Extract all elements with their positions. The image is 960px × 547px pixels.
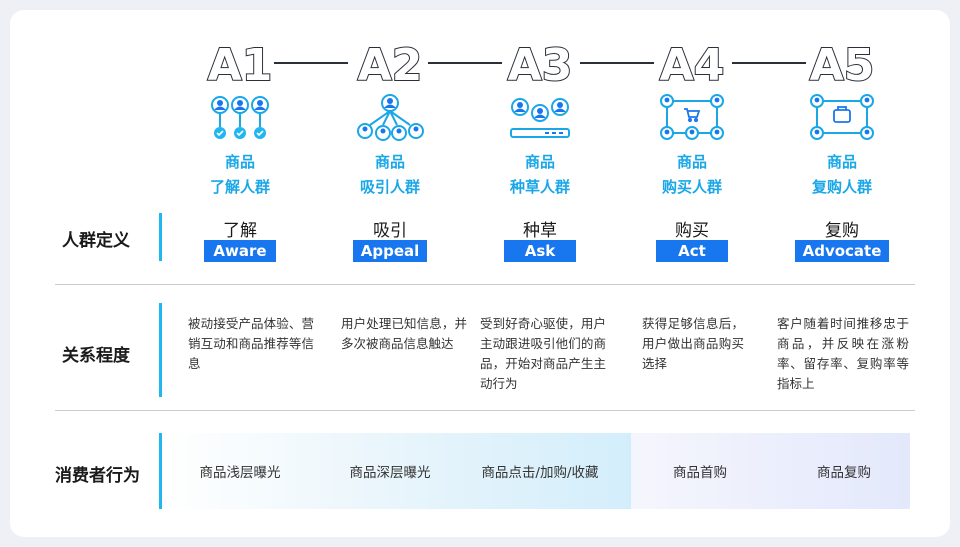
stage-name: 复购 — [825, 221, 859, 241]
stage-label-line1: 商品 — [374, 153, 405, 171]
stage-name: 购买 — [675, 221, 709, 241]
stage-label: 商品 吸引人群 — [320, 150, 460, 200]
behavior-band-purchase — [631, 433, 910, 509]
stage-tag-wrap: Advocate — [772, 240, 912, 262]
stage-name: 吸引 — [373, 221, 407, 241]
stage-label-line1: 商品 — [676, 153, 707, 171]
stage-name: 了解 — [223, 221, 257, 241]
relation-text: 用户处理已知信息，并多次被商品信息触达 — [341, 316, 467, 351]
row-accent-bar — [159, 433, 162, 509]
stage-tag: Act — [656, 240, 728, 262]
stage-tag-wrap: Ask — [470, 240, 610, 262]
stage-code: A4 — [660, 40, 725, 91]
connector — [732, 62, 806, 64]
behavior-text: 商品首购 — [673, 465, 727, 481]
stage-tag: Ask — [504, 240, 576, 262]
stage-label-line2: 购买人群 — [661, 178, 722, 196]
stage-tag: Advocate — [794, 240, 890, 262]
stage-code: A2 — [358, 40, 423, 91]
stage-label-line2: 了解人群 — [209, 178, 270, 196]
people-network-icon — [355, 93, 425, 143]
stage-label: 商品 复购人群 — [772, 150, 912, 200]
stage-name: 种草 — [523, 221, 557, 241]
stage-tag: Aware — [204, 240, 276, 262]
stage-tag: Appeal — [352, 240, 428, 262]
people-cart-icon — [657, 93, 727, 143]
stage-label-line2: 吸引人群 — [359, 178, 420, 196]
behavior-text: 商品复购 — [817, 465, 871, 481]
stage-label-line2: 复购人群 — [811, 178, 872, 196]
stage-code: A3 — [508, 40, 573, 91]
stage-label: 商品 了解人群 — [170, 150, 310, 200]
row-accent-bar — [159, 213, 162, 261]
stage-tag-wrap: Act — [622, 240, 762, 262]
relation-text: 客户随着时间推移忠于商品，并反映在涨粉率、留存率、复购率等指标上 — [777, 316, 909, 391]
relation-text: 受到好奇心驱使，用户主动跟进吸引他们的商品，开始对商品产生主动行为 — [480, 316, 606, 391]
stage-tag-wrap: Aware — [170, 240, 310, 262]
stage-label-line1: 商品 — [224, 153, 255, 171]
behavior-text: 商品点击/加购/收藏 — [481, 465, 599, 481]
connector — [580, 62, 654, 64]
row-label-definition: 人群定义 — [62, 231, 130, 251]
row-accent-bar — [159, 303, 162, 397]
stage-label: 商品 购买人群 — [622, 150, 762, 200]
behavior-band-pre-purchase — [163, 433, 631, 509]
stage-label-line1: 商品 — [524, 153, 555, 171]
people-device-icon — [505, 93, 575, 143]
stage-codes: A1 A2 A3 A4 A5 — [0, 30, 960, 100]
row-label-relation: 关系程度 — [62, 346, 130, 366]
stage-tag-wrap: Appeal — [320, 240, 460, 262]
relation-text: 被动接受产品体验、营销互动和商品推荐等信息 — [188, 316, 314, 371]
row-divider — [55, 410, 915, 411]
connector — [428, 62, 502, 64]
behavior-text: 商品浅层曝光 — [199, 465, 281, 481]
stage-code: A5 — [810, 40, 875, 91]
stage-code-svg: A1 A2 A3 A4 A5 — [207, 39, 876, 92]
stage-code: A1 — [208, 40, 273, 91]
people-repurchase-icon — [807, 93, 877, 143]
relation-text: 获得足够信息后，用户做出商品购买选择 — [642, 316, 744, 371]
stage-label-line2: 种草人群 — [509, 178, 570, 196]
connector — [274, 62, 348, 64]
row-label-behavior: 消费者行为 — [55, 466, 140, 486]
behavior-text: 商品深层曝光 — [349, 465, 431, 481]
row-divider — [55, 284, 915, 285]
people-check-icon — [205, 93, 275, 143]
stage-label-line1: 商品 — [826, 153, 857, 171]
stage-label: 商品 种草人群 — [470, 150, 610, 200]
